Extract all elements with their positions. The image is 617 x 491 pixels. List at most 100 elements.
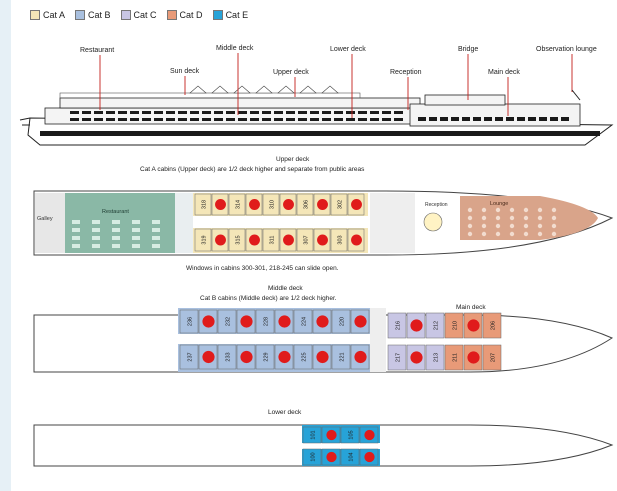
window-marker (215, 234, 226, 246)
profile-window (274, 118, 283, 121)
profile-window (82, 118, 91, 121)
legend-label: Cat A (43, 10, 66, 20)
cabin (255, 344, 275, 370)
restaurant-table (92, 228, 100, 232)
profile-window (382, 111, 391, 114)
restaurant-table (132, 228, 140, 232)
reception-area (370, 193, 415, 253)
lower-deck-top-cabins: 101 105 (302, 426, 379, 444)
lounge-seat (537, 207, 543, 213)
legend-label: Cat B (88, 10, 111, 20)
lounge-seat (537, 223, 543, 229)
window-marker (240, 350, 253, 364)
profile-window (178, 111, 187, 114)
middle-deck-note: Cat B cabins (Middle deck) are 1/2 deck … (200, 295, 337, 302)
profile-window (286, 111, 295, 114)
legend-item: Cat E (212, 10, 248, 20)
profile-window (214, 118, 223, 121)
cabin-number: 228 (264, 317, 270, 326)
cabin (293, 309, 313, 334)
profile-window (70, 111, 79, 114)
profile-window (334, 111, 343, 114)
profile-window (440, 117, 448, 121)
profile-window (94, 118, 103, 121)
profile-window (517, 117, 525, 121)
restaurant-table (72, 220, 80, 224)
main-deck-structure (44, 107, 416, 125)
cabin-number: 318 (202, 200, 208, 209)
cabin-number: 210 (453, 321, 459, 330)
restaurant-tables (72, 220, 160, 248)
cabin (340, 448, 360, 466)
profile-window (346, 118, 355, 121)
window-marker (354, 350, 367, 364)
lounge-label: Lounge (490, 201, 508, 207)
lounge-seat (551, 207, 557, 213)
cabin (482, 312, 502, 339)
cabin (482, 344, 502, 371)
cabin-number: 100 (311, 452, 317, 461)
lounge-seat (509, 215, 515, 221)
cabin (194, 228, 212, 252)
cabin (330, 193, 348, 216)
cabin-number: 105 (349, 430, 355, 439)
profile-window (202, 111, 211, 114)
window-marker (467, 319, 480, 332)
profile-window (310, 118, 319, 121)
cabin (179, 309, 199, 334)
profile-window (394, 118, 403, 121)
profile-window (130, 118, 139, 121)
legend-item: Cat D (166, 10, 203, 20)
cabin-number: 319 (202, 235, 208, 244)
profile-window (118, 111, 127, 114)
stair-area (175, 193, 193, 253)
cabin (387, 344, 407, 371)
lounge-seat (495, 223, 501, 229)
galley-label: Galley (37, 216, 53, 222)
label-reception: Reception (390, 69, 422, 76)
profile-window (154, 118, 163, 121)
stern-anchor (19, 117, 31, 126)
cabin (296, 193, 314, 216)
restaurant-table (112, 244, 120, 248)
profile-window (238, 118, 247, 121)
lounge-seat (509, 207, 515, 213)
window-marker (351, 199, 362, 210)
label-sun-deck: Sun deck (170, 68, 200, 75)
window-marker (283, 199, 294, 210)
cabin-number: 101 (311, 430, 317, 439)
cabin (302, 448, 322, 466)
profile-window (238, 111, 247, 114)
profile-window (166, 118, 175, 121)
cabin-number: 212 (434, 321, 440, 330)
legend-swatch (30, 10, 40, 20)
profile-window (262, 118, 271, 121)
middle-corridor (178, 334, 370, 344)
window-marker (467, 351, 480, 364)
restaurant-table (112, 228, 120, 232)
profile-windows (70, 111, 569, 121)
profile-window (286, 118, 295, 121)
profile-window (142, 118, 151, 121)
upper-structure (59, 97, 421, 109)
legend-label: Cat C (133, 10, 157, 20)
cabin-number: 232 (226, 317, 232, 326)
profile-window (358, 118, 367, 121)
profile-window (118, 118, 127, 121)
cabin-number: 217 (396, 353, 402, 362)
middle-stair (370, 308, 386, 372)
cabin-number: 315 (236, 235, 242, 244)
profile-window (528, 117, 536, 121)
cabin (296, 228, 314, 252)
restaurant-table (132, 244, 140, 248)
lounge-seat (551, 215, 557, 221)
profile-window (322, 111, 331, 114)
profile-window (226, 118, 235, 121)
upper-corridor (193, 216, 368, 228)
canopy (299, 85, 317, 94)
profile-window (322, 118, 331, 121)
